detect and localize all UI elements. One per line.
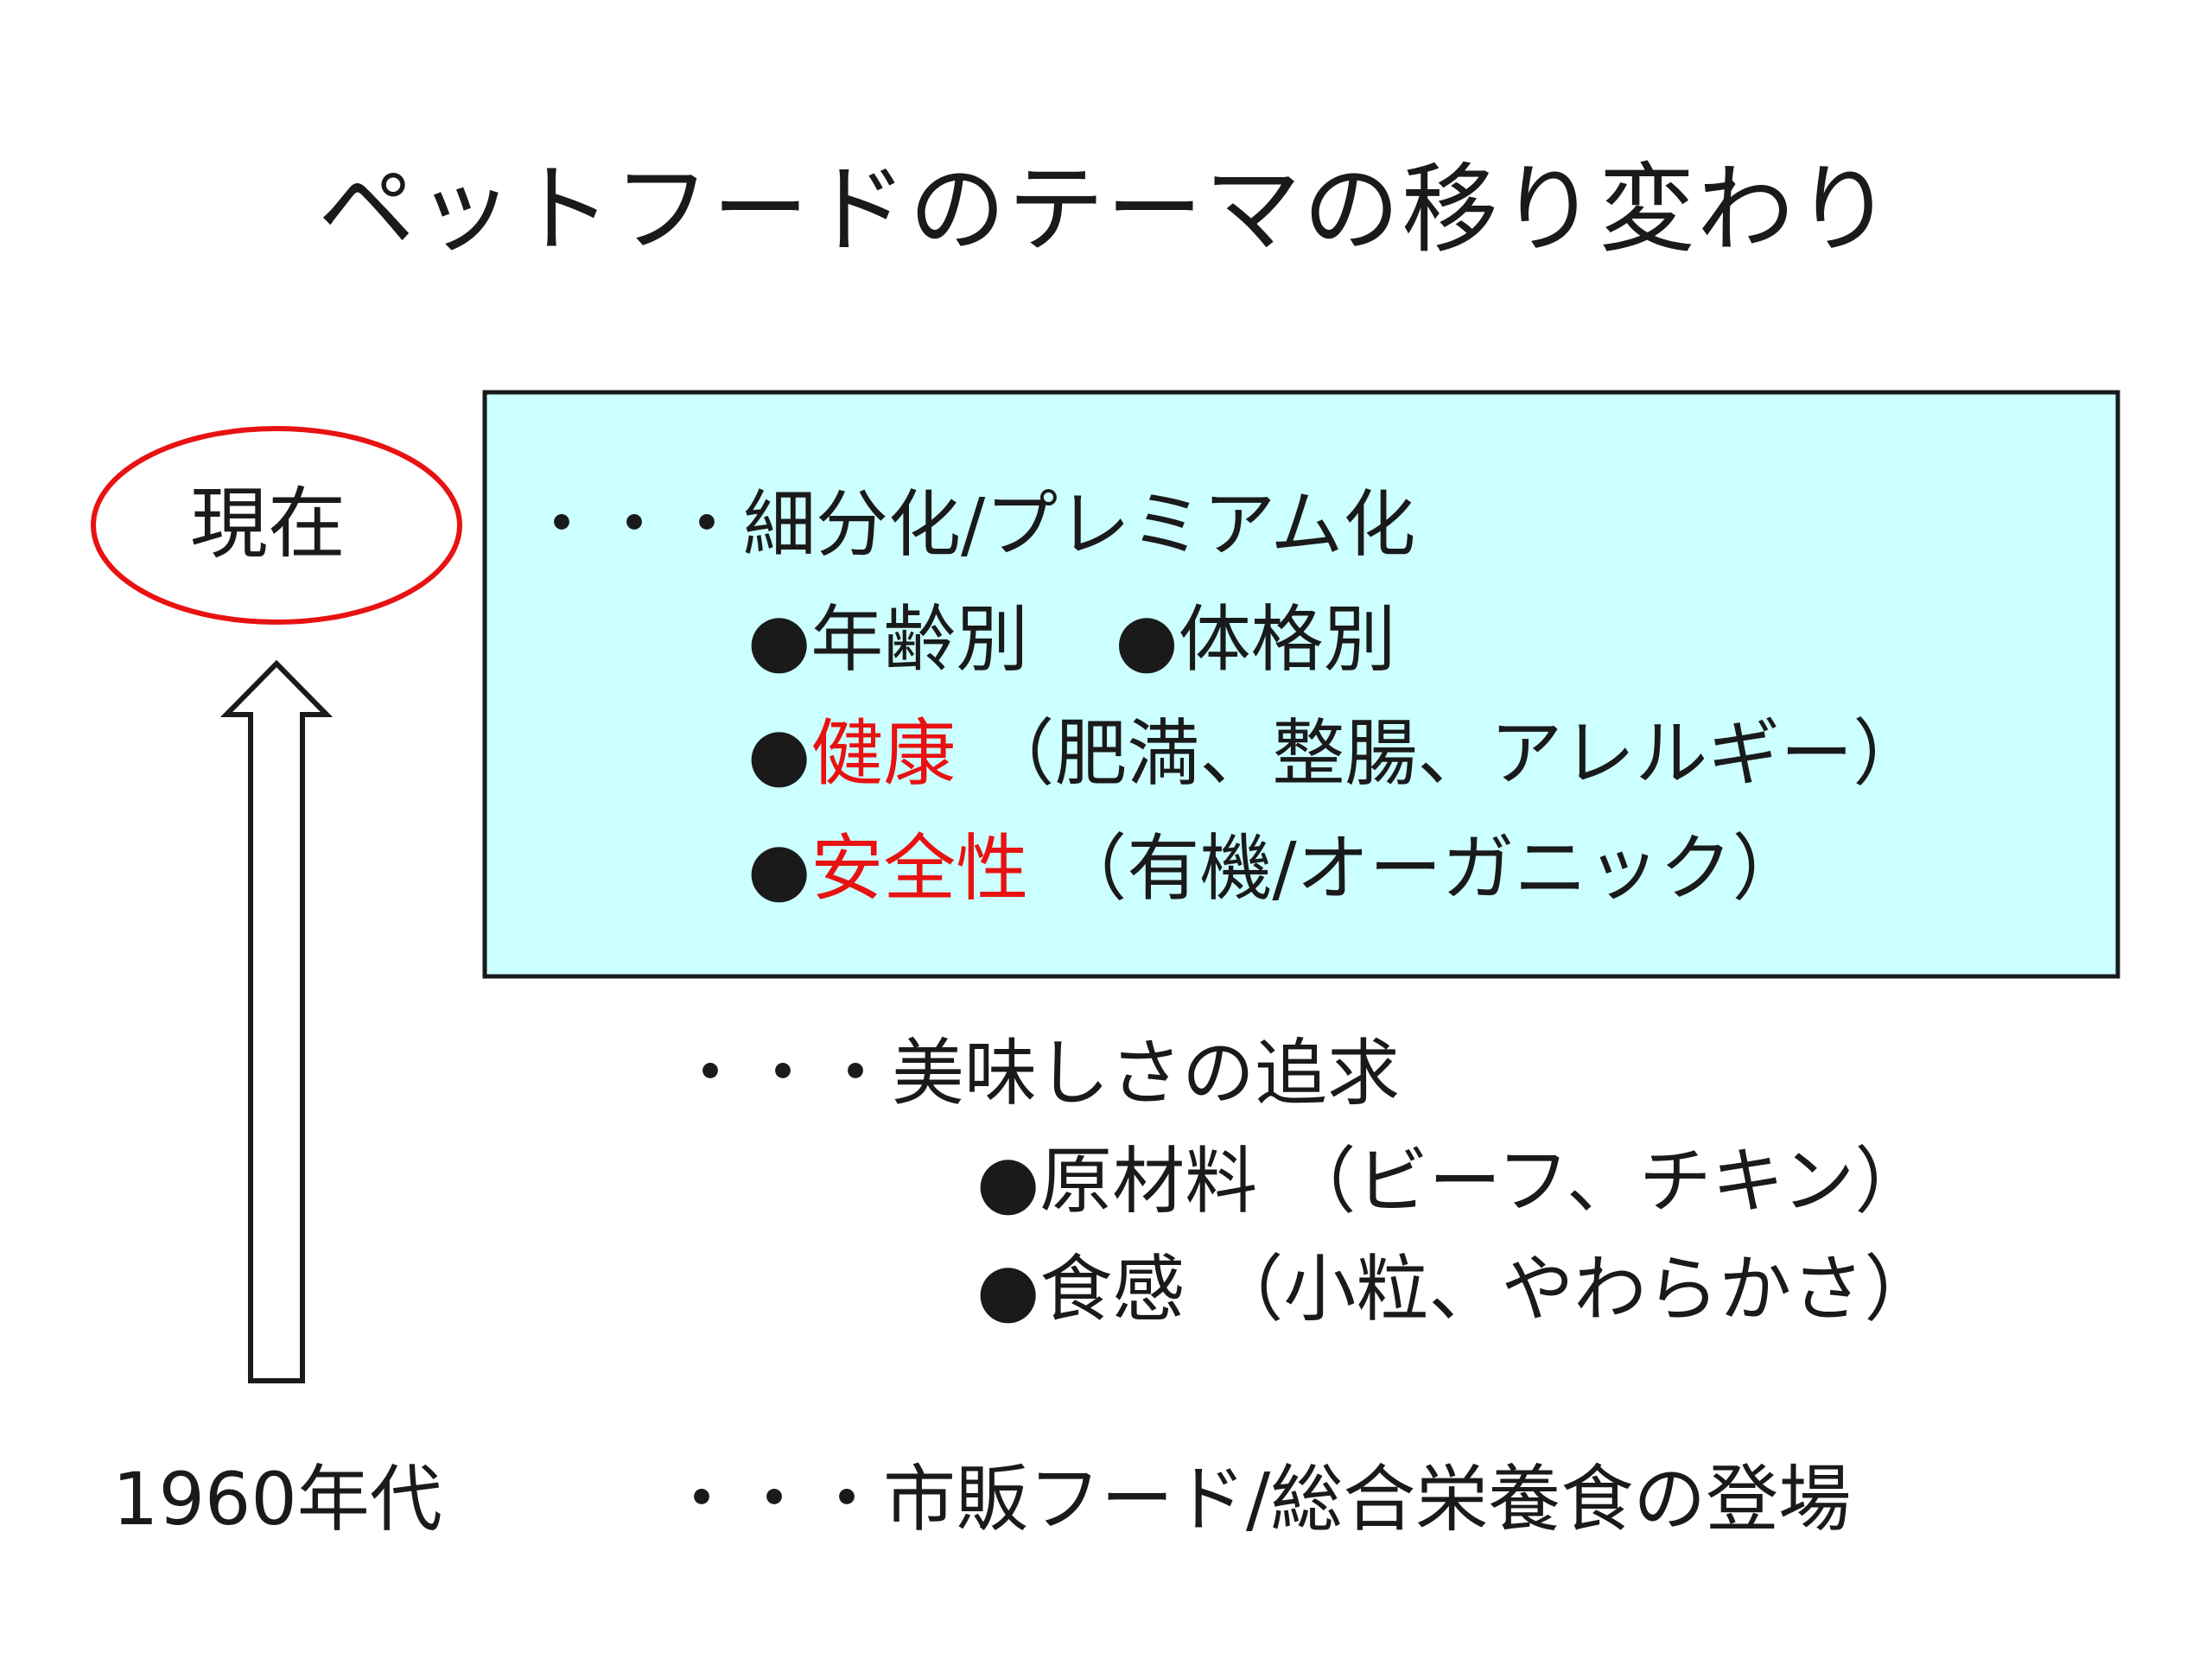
current-row-safety: ●安全性 （有機/オーガニック） [747,825,1805,912]
item-size: 体格別 [1178,597,1396,682]
highlight-safety: 安全性 [810,826,1029,911]
bullet-icon: ● [976,1139,1040,1224]
bullet-icon: ● [1115,597,1179,682]
item-age: 年齢別 [810,597,1029,682]
highlight-health: 健康 [810,711,957,796]
safety-detail: （有機/オーガニック） [1054,826,1805,911]
middle-section-heading: ・・・美味しさの追求 [674,1031,1401,1116]
page-title: ペットフードのテーマの移り変わり [318,154,1894,266]
current-ellipse [91,426,462,625]
current-row-age-size: ●年齢別●体格別 [747,596,1396,683]
texture-detail: （小粒、やわらかさ） [1211,1247,1937,1332]
middle-row-ingredients: ●原材料 （ビーフ、チキン） [976,1138,1927,1224]
item-ingredients: 原材料 [1039,1139,1258,1224]
current-theme-box [482,390,2120,979]
item-texture: 食感 [1039,1247,1185,1332]
ingredients-detail: （ビーフ、チキン） [1283,1139,1928,1224]
timeline-label-1960s: 1960年代 [112,1457,442,1541]
bullet-icon: ● [976,1247,1040,1332]
bullet-icon: ● [747,826,811,911]
middle-row-texture: ●食感 （小粒、やわらかさ） [976,1246,1936,1332]
bullet-icon: ● [747,711,811,796]
health-detail: （肥満、整腸、アレルギー） [982,711,1926,796]
bullet-icon: ● [747,597,811,682]
timeline-label-now: 現在 [190,479,346,569]
current-section-heading: ・・・細分化/プレミアム化 [525,482,1416,567]
timeline-up-arrow-icon [219,659,334,1383]
bottom-section-heading: ・・・市販フード/総合栄養食の登場 [665,1457,1852,1541]
current-row-health: ●健康 （肥満、整腸、アレルギー） [747,710,1925,797]
